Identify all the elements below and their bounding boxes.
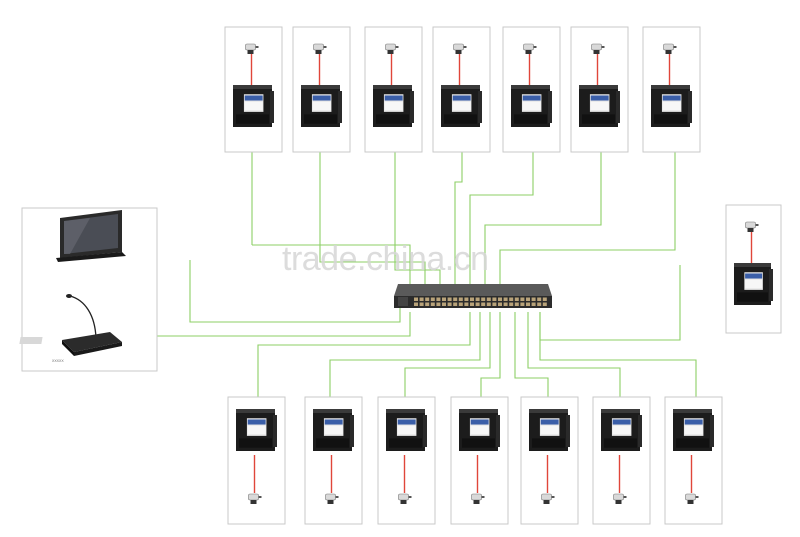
device-panel <box>224 26 283 153</box>
device-panel <box>364 26 423 153</box>
top-device-row <box>224 26 701 153</box>
wire-top-7 <box>499 130 676 285</box>
device-panel <box>725 204 782 334</box>
device-panel <box>570 26 629 153</box>
camera-icon <box>745 221 759 232</box>
wire-top-6 <box>484 130 602 285</box>
device-panel <box>227 396 286 525</box>
camera-icon <box>385 43 399 54</box>
wire-top-to-switch-a <box>252 244 411 285</box>
device-panel <box>664 396 723 525</box>
microphone-console-icon <box>19 294 122 356</box>
broadcast-terminal-icon <box>651 85 692 127</box>
broadcast-terminal-icon <box>441 85 482 127</box>
broadcast-terminal-icon <box>459 409 500 451</box>
wire-bottom-5 <box>514 312 549 405</box>
camera-icon <box>523 43 537 54</box>
control-station-panel: XXXXX <box>19 207 158 372</box>
broadcast-terminal-icon <box>529 409 570 451</box>
wire-pc <box>189 260 401 323</box>
device-panel <box>304 396 363 525</box>
device-panel <box>450 396 509 525</box>
broadcast-terminal-icon <box>301 85 342 127</box>
wire-top-4 <box>454 130 463 285</box>
broadcast-terminal-icon <box>734 263 773 305</box>
camera-icon <box>591 43 605 54</box>
switch-ports <box>414 297 547 306</box>
device-panel <box>377 396 436 525</box>
camera-icon <box>248 493 262 504</box>
camera-icon <box>685 493 699 504</box>
device-panel <box>520 396 579 525</box>
camera-icon <box>245 43 259 54</box>
device-panel <box>642 26 701 153</box>
wire-bottom-2 <box>329 312 481 405</box>
camera-icon <box>453 43 467 54</box>
camera-icon <box>398 493 412 504</box>
device-panel <box>292 26 351 153</box>
broadcast-terminal-icon <box>673 409 714 451</box>
device-panel <box>502 26 561 153</box>
wire-top-to-switch-c <box>394 245 441 285</box>
device-panel <box>432 26 491 153</box>
camera-icon <box>325 493 339 504</box>
device-panel <box>592 396 651 525</box>
wire-top-to-switch-b <box>319 245 426 285</box>
right-device <box>725 204 782 334</box>
bottom-device-row <box>227 396 723 525</box>
broadcast-terminal-icon <box>236 409 277 451</box>
broadcast-terminal-icon <box>233 85 274 127</box>
camera-icon <box>313 43 327 54</box>
camera-icon <box>613 493 627 504</box>
wire-right <box>539 265 681 341</box>
broadcast-terminal-icon <box>511 85 552 127</box>
watermark-text: trade.china.cn <box>282 240 489 278</box>
wire-bottom-6 <box>527 312 621 405</box>
wire-bottom-7 <box>539 312 697 405</box>
network-switch-icon <box>394 284 552 308</box>
camera-icon <box>663 43 677 54</box>
computer-monitor-icon <box>56 210 126 262</box>
broadcast-terminal-icon <box>579 85 620 127</box>
camera-icon <box>541 493 555 504</box>
broadcast-terminal-icon <box>601 409 642 451</box>
wire-bottom-1 <box>257 312 471 405</box>
wire-bottom-4 <box>480 312 501 405</box>
broadcast-terminal-icon <box>313 409 354 451</box>
broadcast-terminal-icon <box>386 409 427 451</box>
camera-icon <box>471 493 485 504</box>
wire-top-5 <box>469 130 534 285</box>
wire-bottom-3 <box>404 312 491 405</box>
console-model-label: XXXXX <box>52 359 64 363</box>
broadcast-terminal-icon <box>373 85 414 127</box>
